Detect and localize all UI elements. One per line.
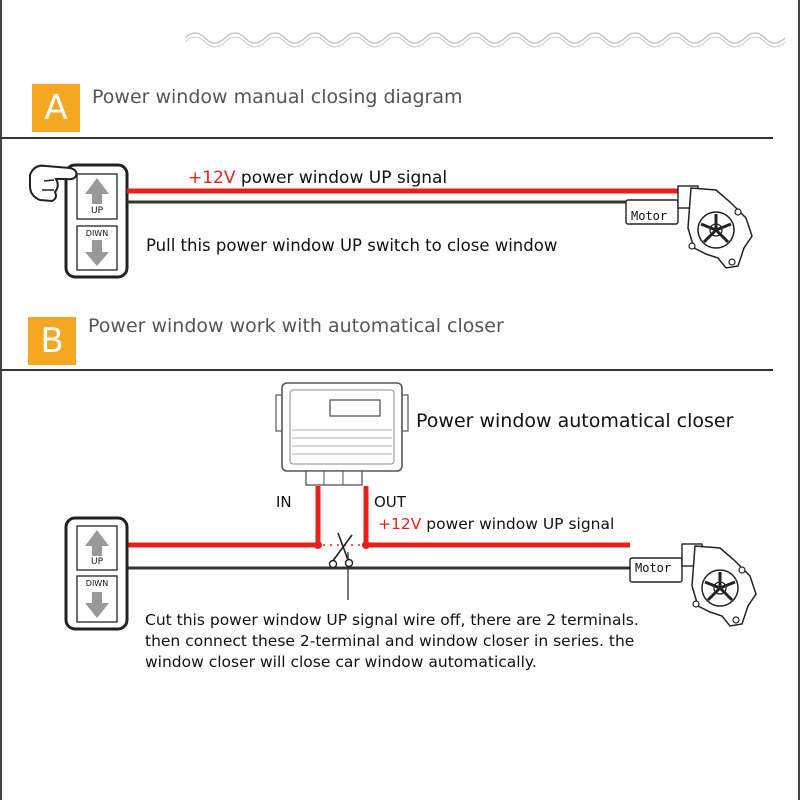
section-a-instruction: Pull this power window UP switch to clos… <box>146 236 558 255</box>
section-b-switch <box>64 516 129 631</box>
closer-label: Power window automatical closer <box>416 410 734 432</box>
section-b-signal-voltage: +12V <box>378 515 422 533</box>
section-a-divider <box>0 137 773 139</box>
section-b-switch-down-label: DIWN <box>85 579 109 588</box>
section-b-signal-label: +12V power window UP signal <box>378 515 614 533</box>
section-b-signal-text: power window UP signal <box>426 515 615 533</box>
closer-in-label: IN <box>276 493 292 511</box>
closer-out-label: OUT <box>374 493 406 511</box>
terminal-in <box>314 541 322 549</box>
section-a-motor-label: Motor <box>631 209 668 223</box>
section-b-switch-up-label: UP <box>90 557 103 567</box>
closer-module-icon <box>275 382 409 486</box>
decorative-wave <box>185 32 786 48</box>
section-a-badge: A <box>32 84 80 132</box>
note-line: window closer will close car window auto… <box>145 653 537 671</box>
section-a-signal-voltage: +12V <box>188 168 236 188</box>
section-a-title: Power window manual closing diagram <box>92 86 463 108</box>
section-a-switch-up-label: UP <box>90 206 103 216</box>
section-a-signal-label: +12V power window UP signal <box>188 168 447 188</box>
note-line: Cut this power window UP signal wire off… <box>145 611 639 629</box>
section-b-title: Power window work with automatical close… <box>88 315 504 337</box>
note-line: then connect these 2-terminal and window… <box>145 632 635 650</box>
section-b-motor-icon <box>628 542 758 628</box>
pointing-hand-icon <box>29 164 78 203</box>
section-b-badge: B <box>28 317 76 365</box>
section-a-switch-down-label: DIWN <box>85 229 109 238</box>
section-b-divider <box>0 369 773 371</box>
scissors-icon <box>328 532 354 569</box>
section-b-motor-label: Motor <box>635 561 672 575</box>
frame-left-edge <box>0 0 2 800</box>
instruction-note: Cut this power window UP signal wire off… <box>145 610 639 673</box>
terminal-out <box>362 541 370 549</box>
frame-right-edge <box>798 0 800 800</box>
section-a-switch <box>64 163 129 279</box>
section-a-motor-icon <box>624 184 754 270</box>
section-a-signal-text: power window UP signal <box>240 168 448 188</box>
